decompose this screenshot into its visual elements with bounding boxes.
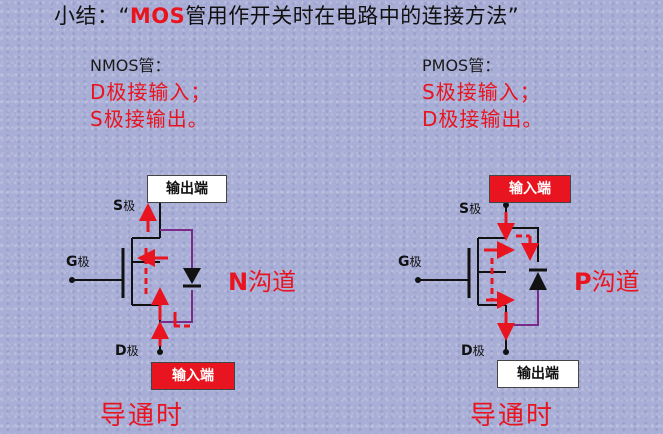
- pmos-line1: S极接输入；: [422, 80, 541, 104]
- pmos-heading: PMOS管：: [422, 56, 501, 75]
- nmos-input-box: 输入端: [151, 362, 235, 390]
- pmos-s-suffix: 极: [469, 202, 482, 216]
- nmos-circuit: [69, 197, 201, 355]
- pmos-s-letter: S: [459, 201, 470, 217]
- nmos-condition: 导通时: [100, 401, 185, 431]
- pmos-channel-label: P沟道: [574, 262, 640, 297]
- pmos-g-suffix: 极: [409, 255, 422, 269]
- nmos-d-label: D极: [115, 342, 139, 359]
- nmos-body-diode: [183, 268, 201, 284]
- nmos-channel-letter: N: [228, 268, 249, 296]
- nmos-s-label: S极: [113, 197, 135, 214]
- pmos-d-letter: D: [461, 343, 473, 359]
- nmos-heading: NMOS管：: [90, 56, 171, 75]
- pmos-d-suffix: 极: [472, 344, 485, 358]
- title-rest: 管用作开关时在电路中的连接方法: [185, 4, 508, 28]
- page-title: 小结：“MOS管用作开关时在电路中的连接方法”: [54, 0, 519, 30]
- pmos-channel-text: 沟道: [591, 268, 640, 296]
- nmos-s-letter: S: [113, 198, 124, 214]
- pmos-d-node: [503, 349, 509, 355]
- pmos-s-label: S极: [459, 200, 481, 217]
- nmos-line1: D极接输入；: [90, 80, 212, 104]
- pmos-d-label: D极: [461, 342, 485, 359]
- nmos-g-label: G极: [66, 253, 90, 270]
- pmos-circuit: [415, 202, 547, 355]
- nmos-line2: S极接输出。: [90, 107, 209, 131]
- pmos-g-node: [415, 277, 421, 283]
- nmos-output-box: 输出端: [147, 175, 227, 203]
- title-quote-close: ”: [507, 4, 520, 28]
- nmos-s-suffix: 极: [123, 199, 136, 213]
- nmos-d-suffix: 极: [126, 344, 139, 358]
- nmos-d-node: [157, 349, 163, 355]
- pmos-channel-letter: P: [574, 268, 592, 296]
- pmos-body-diode: [529, 272, 547, 290]
- pmos-g-label: G极: [398, 253, 422, 270]
- nmos-g-letter: G: [66, 254, 78, 270]
- nmos-channel-text: 沟道: [248, 268, 297, 296]
- pmos-s-node: [503, 202, 509, 208]
- pmos-input-box: 输入端: [489, 175, 571, 203]
- pmos-line2: D极接输出。: [422, 107, 544, 131]
- title-quote-open: “: [118, 4, 130, 28]
- title-highlight: MOS: [129, 4, 186, 28]
- nmos-g-node: [69, 277, 75, 283]
- nmos-channel-label: N沟道: [228, 262, 296, 297]
- nmos-g-suffix: 极: [77, 255, 90, 269]
- pmos-output-box: 输出端: [497, 360, 579, 388]
- nmos-d-letter: D: [115, 343, 127, 359]
- pmos-g-letter: G: [398, 254, 410, 270]
- pmos-condition: 导通时: [470, 401, 555, 431]
- title-prefix: 小结：: [54, 4, 119, 28]
